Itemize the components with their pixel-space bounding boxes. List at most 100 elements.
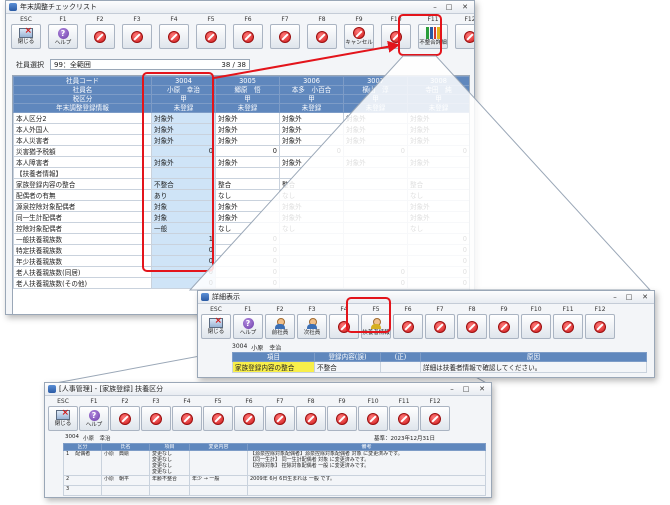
- grid-cell[interactable]: 0: [343, 277, 408, 289]
- grid-cell[interactable]: 対象外: [343, 123, 408, 135]
- main_window-button-esc[interactable]: 閉じる: [11, 24, 41, 49]
- grid-cell[interactable]: 0: [151, 277, 216, 289]
- grid-cell[interactable]: [343, 222, 408, 234]
- grid-cell[interactable]: [279, 255, 344, 267]
- grid-cell[interactable]: 0: [215, 244, 280, 256]
- employee-header-cell[interactable]: 3007: [343, 76, 408, 86]
- dependent_window-button-f7[interactable]: [265, 406, 295, 431]
- table-row[interactable]: 家族登録内容の整合不整合整合整合整合: [13, 178, 469, 190]
- grid-cell[interactable]: なし: [407, 222, 469, 234]
- detail_window-button-f7[interactable]: [425, 314, 455, 339]
- dependent_window-button-f2[interactable]: [110, 406, 140, 431]
- employee-header-cell[interactable]: 未登録: [279, 103, 344, 113]
- main_window-button-f1[interactable]: ?ヘルプ: [48, 24, 78, 49]
- grid-cell[interactable]: 対象外: [343, 156, 408, 168]
- grid-cell[interactable]: 対象外: [279, 134, 344, 146]
- minimize-icon[interactable]: –: [450, 385, 454, 393]
- grid-cell[interactable]: 0: [215, 255, 280, 267]
- dependent_window-button-f8[interactable]: [296, 406, 326, 431]
- grid-cell[interactable]: 対象外: [215, 200, 280, 212]
- grid-cell[interactable]: なし: [215, 222, 280, 234]
- employee-header-cell[interactable]: 本多 小百合: [279, 85, 344, 95]
- grid-cell[interactable]: 対象外: [407, 112, 469, 124]
- maximize-icon[interactable]: □: [625, 293, 633, 301]
- employee-header-cell[interactable]: 3006: [279, 76, 344, 86]
- dependent_window-button-f3[interactable]: [141, 406, 171, 431]
- close-icon[interactable]: ✕: [479, 385, 485, 393]
- dependent_window-button-f9[interactable]: [327, 406, 357, 431]
- maximize-icon[interactable]: □: [462, 385, 470, 393]
- grid-cell[interactable]: 0: [343, 145, 408, 157]
- grid-cell[interactable]: 0: [407, 277, 469, 289]
- table-row[interactable]: 本人障害者対象外対象外対象外対象外対象外: [13, 156, 469, 168]
- grid-cell[interactable]: [343, 211, 408, 223]
- grid-cell[interactable]: [279, 277, 344, 289]
- grid-cell[interactable]: 対象外: [279, 112, 344, 124]
- table-row[interactable]: 同一生計配偶者対象対象外対象外対象外: [13, 211, 469, 223]
- grid-cell[interactable]: 対象外: [215, 156, 280, 168]
- detail_window-button-f4[interactable]: [329, 314, 359, 339]
- employee-header-cell[interactable]: 寺田 純: [407, 85, 469, 95]
- main_window-button-f6[interactable]: [233, 24, 263, 49]
- detail_window-button-f6[interactable]: [393, 314, 423, 339]
- detail_window-button-f11[interactable]: [553, 314, 583, 339]
- main_window-button-f3[interactable]: [122, 24, 152, 49]
- grid-cell[interactable]: 0: [343, 266, 408, 278]
- grid-cell[interactable]: 0: [279, 145, 344, 157]
- employee-header-cell[interactable]: 甲: [343, 94, 408, 104]
- grid-cell[interactable]: [343, 189, 408, 201]
- employee-header-cell[interactable]: 未登録: [343, 103, 408, 113]
- table-row[interactable]: 本人災害者対象外対象外対象外対象外対象外: [13, 134, 469, 146]
- employee-header-cell[interactable]: 未登録: [407, 103, 469, 113]
- dependent_window-button-f5[interactable]: [203, 406, 233, 431]
- detail_window-button-f3[interactable]: 次社員: [297, 314, 327, 339]
- grid-cell[interactable]: [407, 167, 469, 179]
- grid-cell[interactable]: [343, 233, 408, 245]
- grid-cell[interactable]: [343, 244, 408, 256]
- grid-cell[interactable]: 対象外: [279, 156, 344, 168]
- grid-cell[interactable]: [279, 266, 344, 278]
- minimize-icon[interactable]: –: [433, 3, 437, 11]
- table-row[interactable]: 配偶者の有無ありなしなしなし: [13, 189, 469, 201]
- grid-cell[interactable]: 対象外: [407, 211, 469, 223]
- grid-cell[interactable]: 0: [215, 277, 280, 289]
- detail-row[interactable]: 家族登録内容の整合 不整合 詳細は扶養者情報で確認してください。: [232, 361, 647, 373]
- employee-header-cell[interactable]: 甲: [215, 94, 280, 104]
- grid-cell[interactable]: なし: [407, 189, 469, 201]
- employee-header-cell[interactable]: 3008: [407, 76, 469, 86]
- grid-cell[interactable]: 0: [215, 233, 280, 245]
- grid-cell[interactable]: 対象外: [407, 134, 469, 146]
- grid-cell[interactable]: 対象外: [407, 156, 469, 168]
- grid-cell[interactable]: 0: [407, 233, 469, 245]
- close-icon[interactable]: ✕: [462, 3, 468, 11]
- grid-cell[interactable]: 0: [407, 244, 469, 256]
- table-row[interactable]: 【扶養者情報】: [13, 167, 469, 179]
- employee-select-dropdown[interactable]: 99：全範囲 38 / 38: [50, 59, 250, 70]
- grid-cell[interactable]: [215, 167, 280, 179]
- grid-cell[interactable]: 0: [407, 255, 469, 267]
- dependent_window-button-f10[interactable]: [358, 406, 388, 431]
- detail_window-button-f10[interactable]: [521, 314, 551, 339]
- grid-cell[interactable]: なし: [279, 222, 344, 234]
- main_window-button-f2[interactable]: [85, 24, 115, 49]
- grid-cell[interactable]: 対象外: [215, 112, 280, 124]
- employee-header-cell[interactable]: 甲: [279, 94, 344, 104]
- grid-cell[interactable]: [279, 233, 344, 245]
- grid-cell[interactable]: 整合: [215, 178, 280, 190]
- grid-cell[interactable]: 対象外: [215, 123, 280, 135]
- table-row[interactable]: 源泉控除対象配偶者対象対象外対象外対象外: [13, 200, 469, 212]
- grid-cell[interactable]: [343, 255, 408, 267]
- grid-cell[interactable]: [343, 200, 408, 212]
- detail_window-button-f9[interactable]: [489, 314, 519, 339]
- dependent_window-button-f6[interactable]: [234, 406, 264, 431]
- grid-cell[interactable]: [279, 244, 344, 256]
- grid-cell[interactable]: [279, 167, 344, 179]
- grid-cell[interactable]: 0: [215, 266, 280, 278]
